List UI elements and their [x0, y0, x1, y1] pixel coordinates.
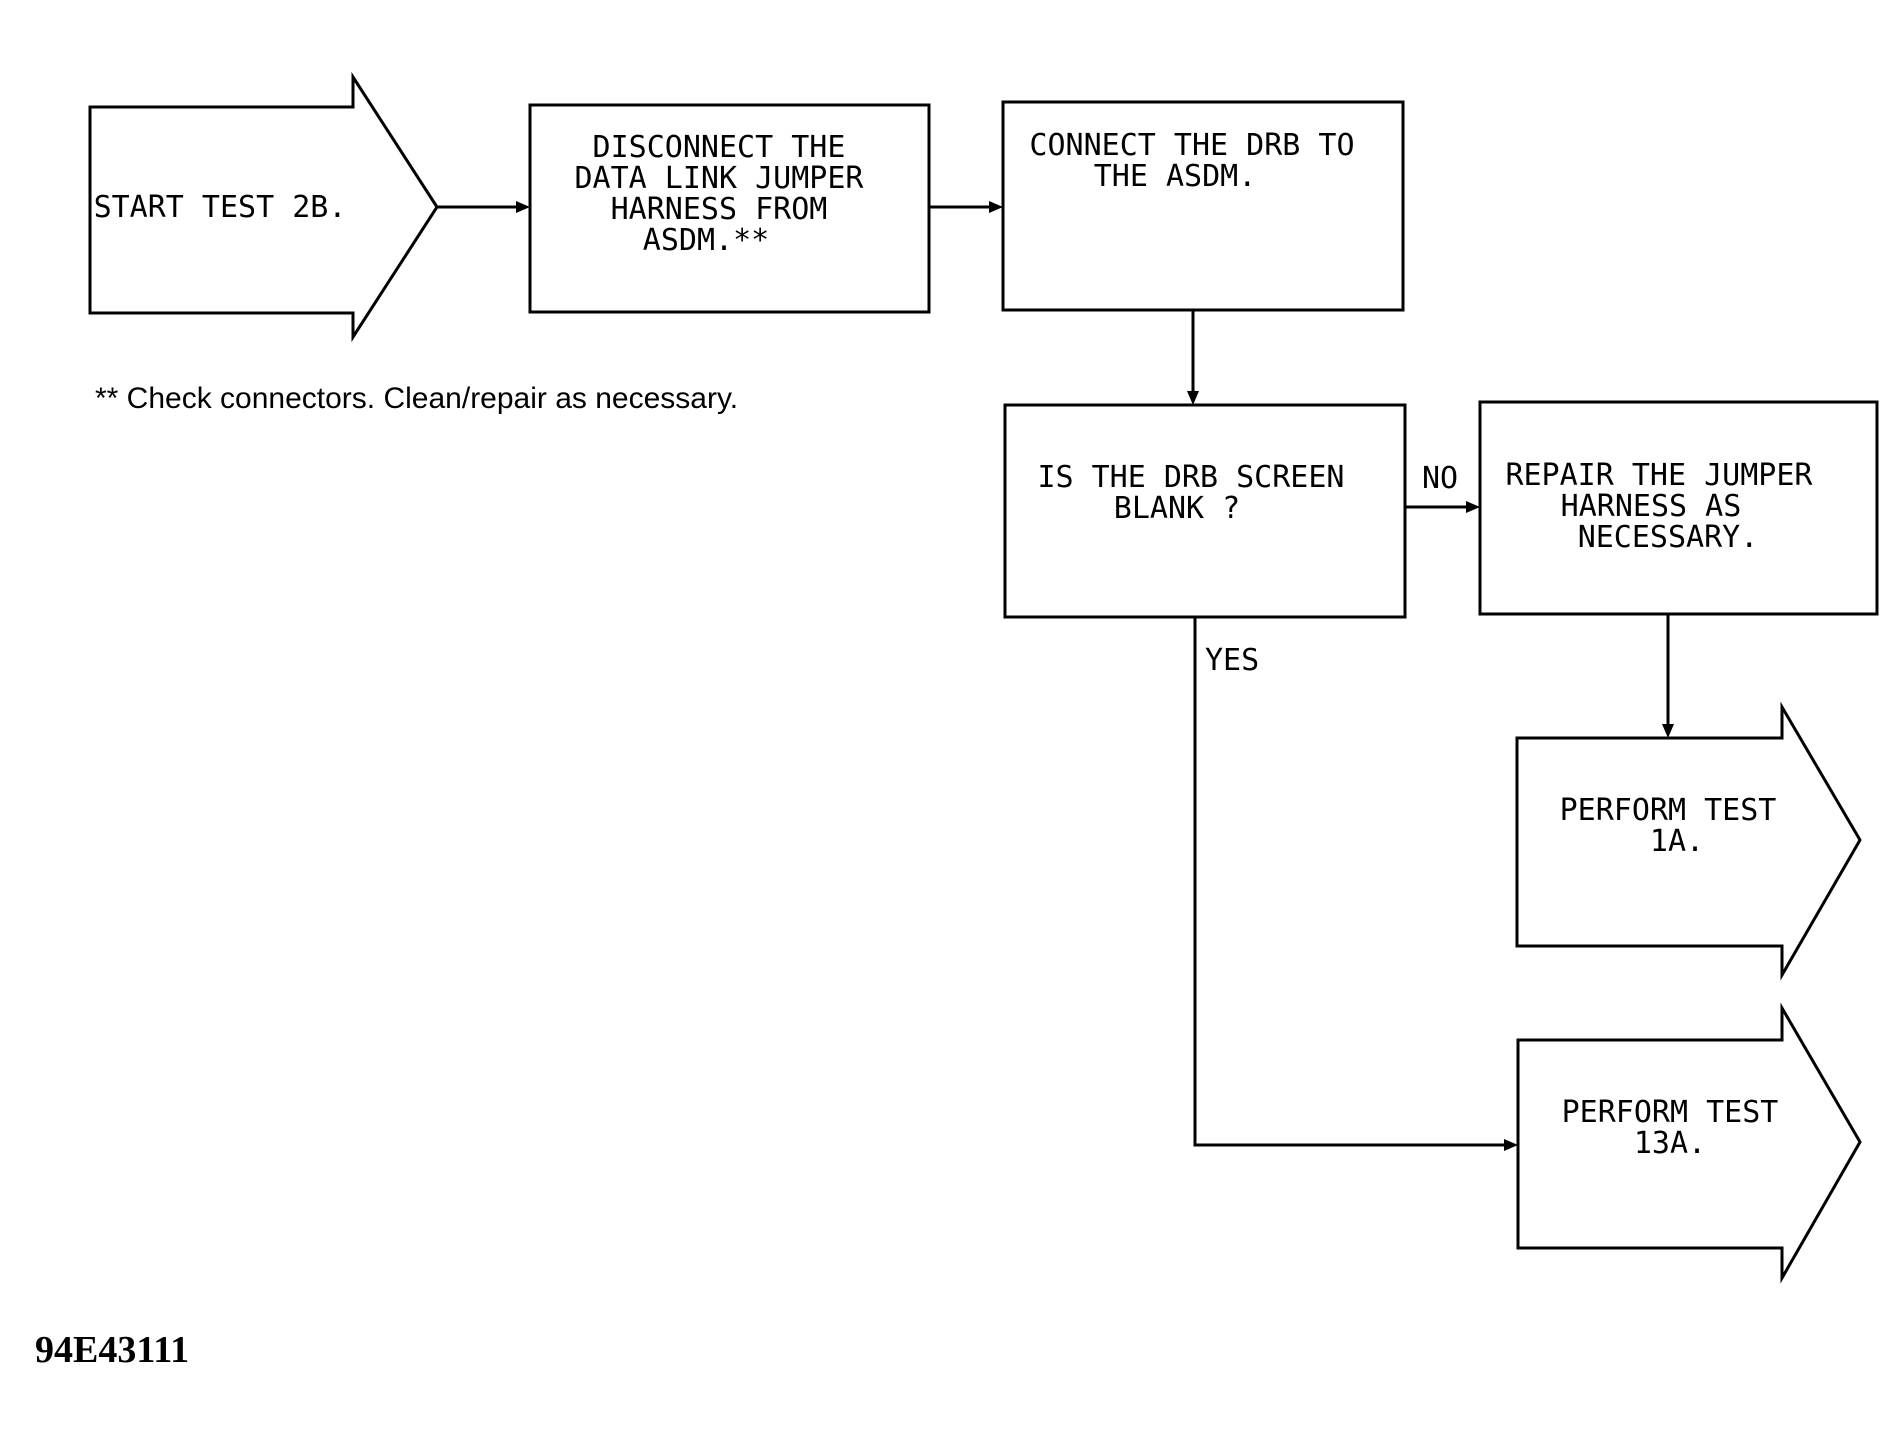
repair-label-line: REPAIR THE JUMPER [1505, 458, 1813, 493]
disconnect-label-line: ASDM.** [643, 223, 769, 258]
question-box [1003, 403, 1407, 619]
start-arrow-shape [88, 71, 439, 343]
edge-repair-to-test1a-head [1662, 724, 1674, 738]
edge-connect-to-question-head [1187, 391, 1199, 405]
figure-id: 94E43111 [35, 1329, 189, 1371]
test1a-arrow-shape [1515, 701, 1862, 981]
edge-start-to-disconnect-head [516, 201, 530, 213]
test1a-label: PERFORM TEST 1A. [1560, 793, 1795, 859]
disconnect-box [528, 103, 931, 314]
footnote: ** Check connectors. Clean/repair as nec… [95, 382, 738, 415]
start-label-line: START TEST 2B. [94, 190, 347, 225]
edge-no-head [1466, 501, 1480, 513]
edge-yes-head [1504, 1139, 1518, 1151]
test13a-arrow-shape [1516, 1002, 1862, 1284]
no-label: NO [1422, 461, 1458, 496]
repair-box [1478, 400, 1879, 616]
connect-label: CONNECT THE DRB TO THE ASDM. [1029, 128, 1372, 194]
disconnect-label-line: HARNESS FROM [611, 192, 828, 227]
question-label: IS THE DRB SCREEN BLANK ? [1037, 460, 1362, 526]
start-label: START TEST 2B. [94, 190, 347, 225]
disconnect-label-line: DISCONNECT THE [593, 130, 846, 165]
repair-label: REPAIR THE JUMPER HARNESS AS NECESSARY. [1505, 458, 1830, 555]
connect-label-line: CONNECT THE DRB TO [1029, 128, 1354, 163]
repair-label-line: NECESSARY. [1578, 520, 1759, 555]
question-label-line: IS THE DRB SCREEN [1037, 460, 1344, 495]
repair-label-line: HARNESS AS [1561, 489, 1742, 524]
test13a-label: PERFORM TEST 13A. [1562, 1095, 1797, 1161]
question-label-line: BLANK ? [1114, 491, 1240, 526]
disconnect-label-line: DATA LINK JUMPER [574, 161, 864, 196]
connect-label-line: THE ASDM. [1094, 159, 1257, 194]
test13a-label-line: 13A. [1634, 1126, 1706, 1161]
disconnect-label: DISCONNECT THE DATA LINK JUMPER HARNESS … [574, 130, 881, 258]
test1a-label-line: PERFORM TEST [1560, 793, 1777, 828]
edge-yes [1193, 617, 1508, 1147]
connect-box [1001, 100, 1405, 312]
test13a-label-line: PERFORM TEST [1562, 1095, 1779, 1130]
test1a-label-line: 1A. [1650, 824, 1704, 859]
edge-disconnect-to-connect-head [989, 201, 1003, 213]
yes-label: YES [1205, 643, 1259, 678]
